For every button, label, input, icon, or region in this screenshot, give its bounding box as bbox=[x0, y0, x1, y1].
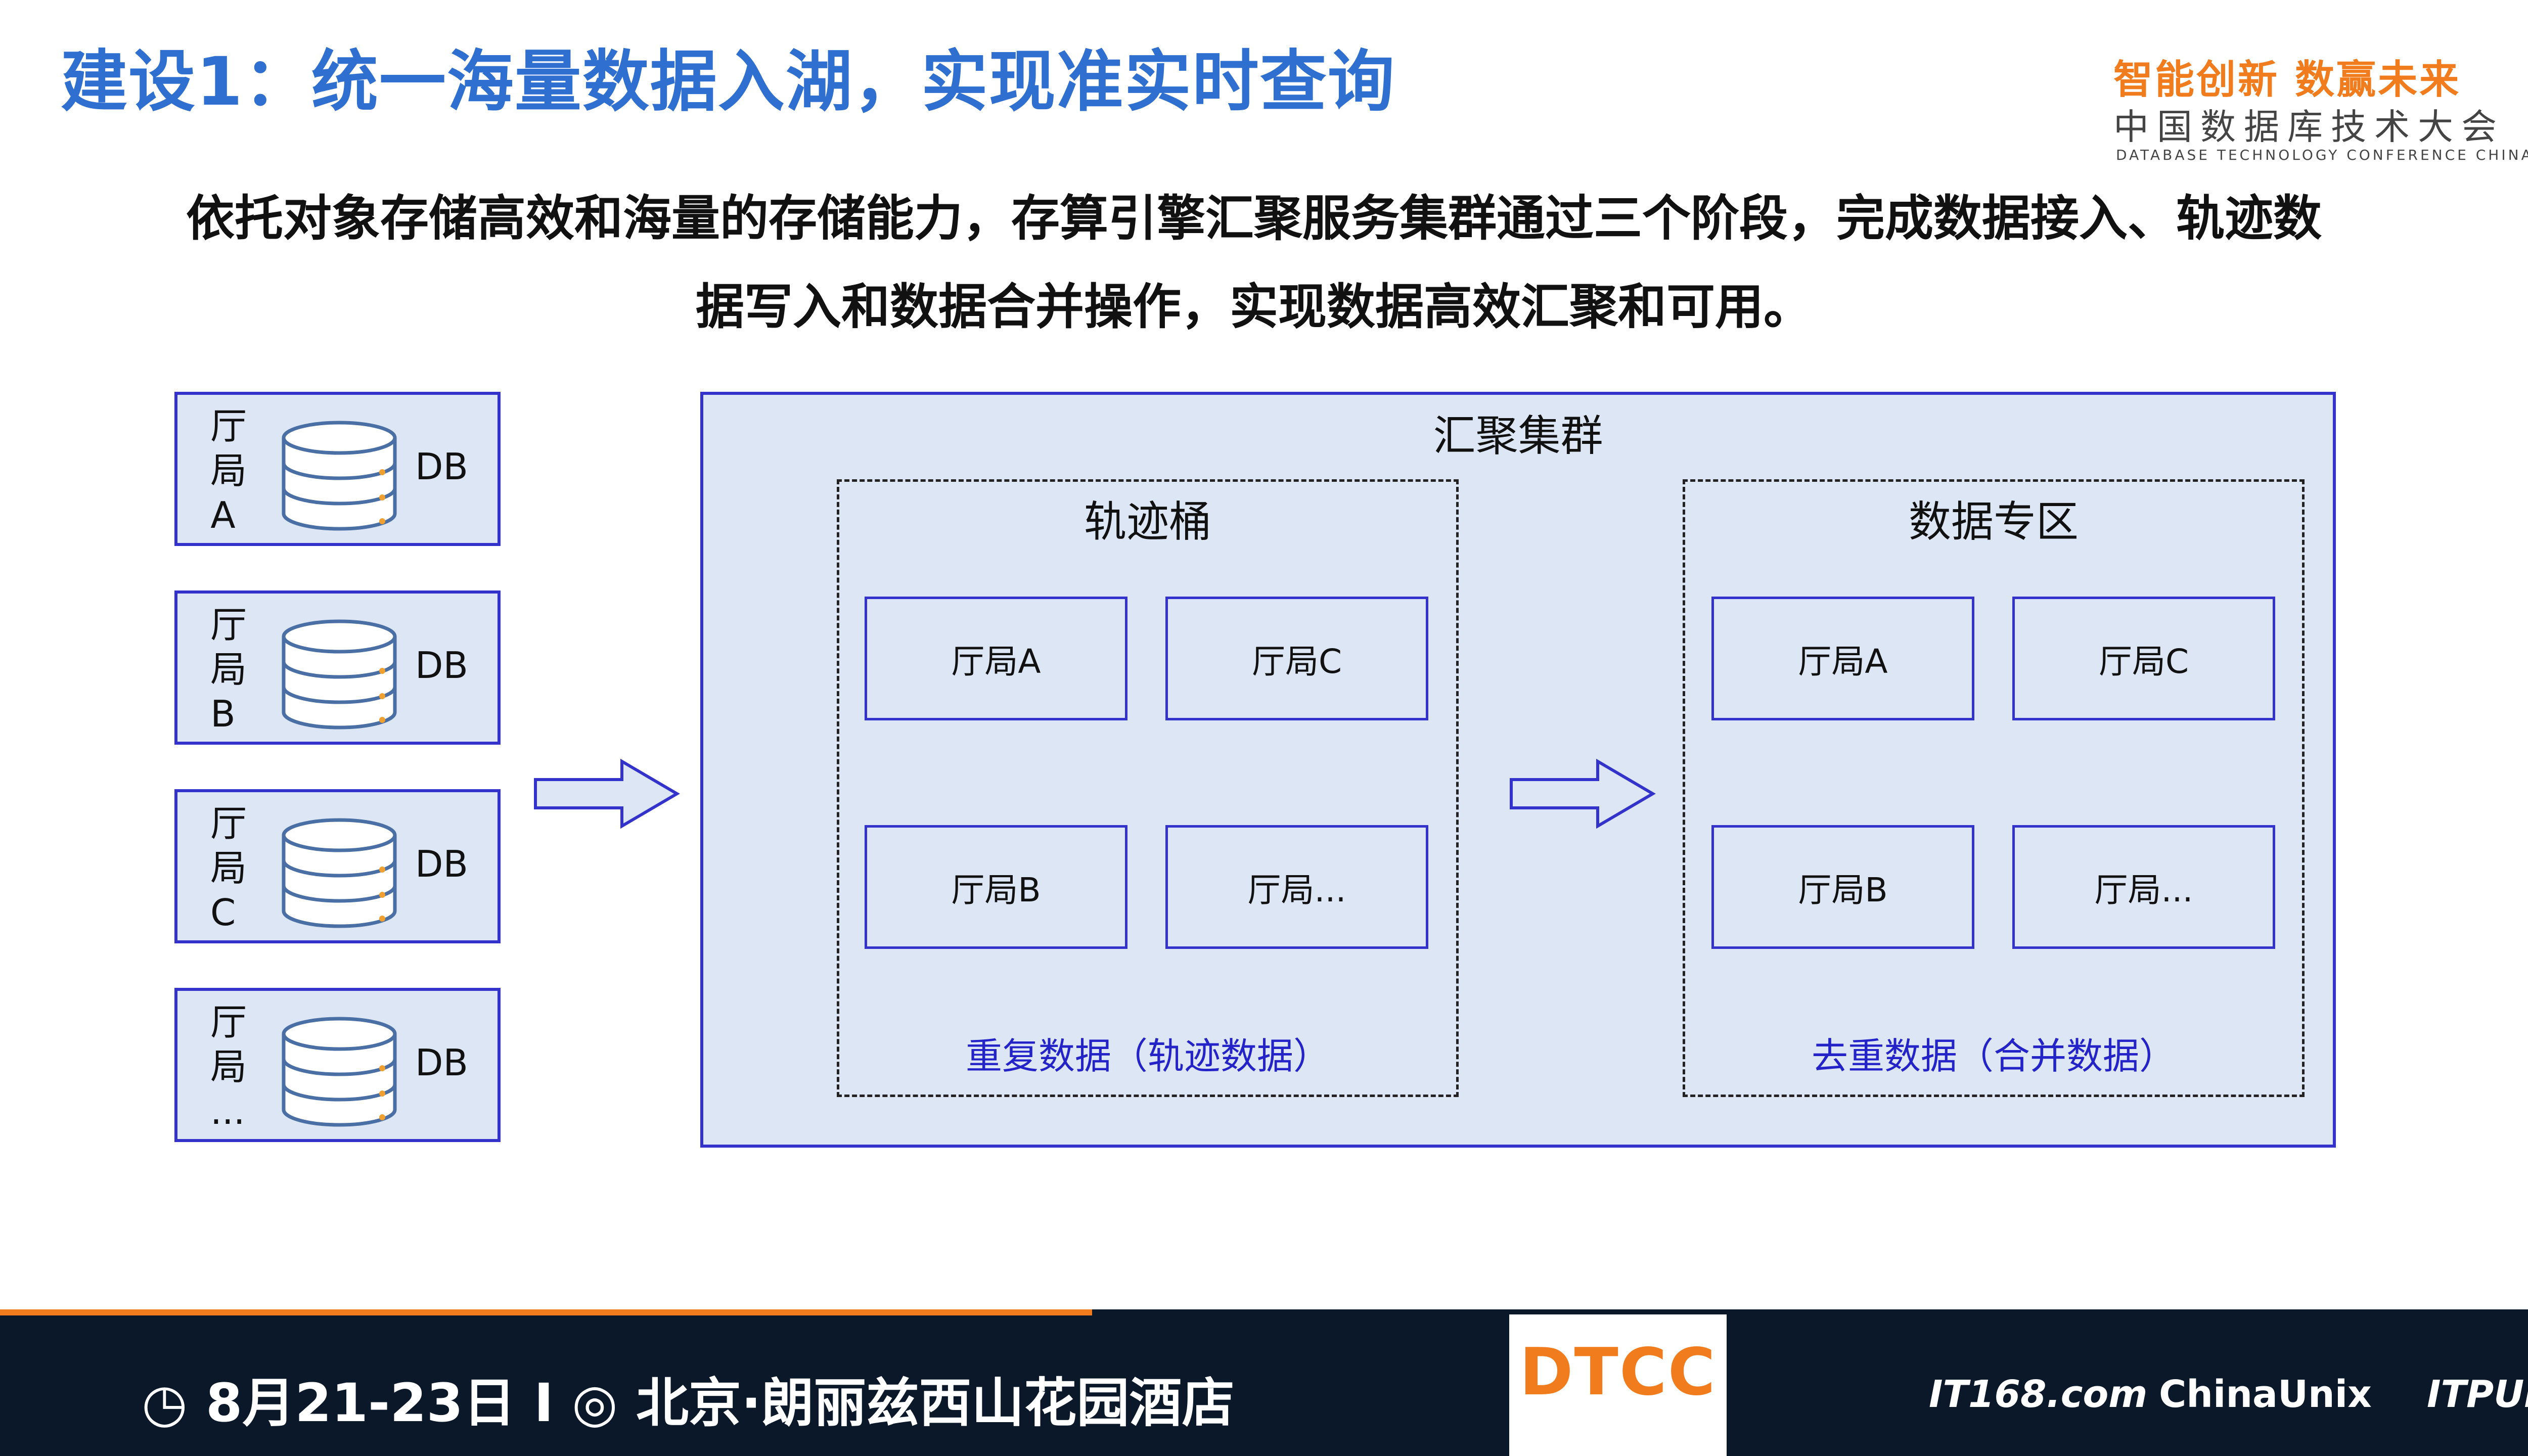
zone-tile: 厅局... bbox=[2012, 825, 2275, 949]
arrow-right-icon bbox=[1510, 758, 1656, 829]
arrow-right-icon bbox=[534, 758, 680, 829]
intro-line-1: 依托对象存储高效和海量的存储能力，存算引擎汇聚服务集群通过三个阶段，完成数据接入… bbox=[186, 190, 2322, 247]
zone-tile: 厅局C bbox=[2012, 597, 2275, 720]
source-label: 厅 局 ... bbox=[210, 1001, 247, 1132]
dtcc-logo-background bbox=[1509, 1314, 1727, 1456]
source-db-box-a: 厅 局 A DB bbox=[174, 392, 501, 546]
source-label: 厅 局 A bbox=[210, 405, 247, 536]
trajectory-bucket-title: 轨迹桶 bbox=[1084, 497, 1211, 547]
conference-name-en: DATABASE TECHNOLOGY CONFERENCE CHINA bbox=[2116, 147, 2528, 163]
source-label: 厅 局 C bbox=[210, 802, 247, 934]
conference-name-cn: 中国数据库技术大会 bbox=[2113, 106, 2505, 148]
cluster-title: 汇聚集群 bbox=[1433, 411, 1603, 461]
db-label: DB bbox=[415, 445, 468, 488]
bucket-tile: 厅局... bbox=[1165, 825, 1428, 949]
footer-accent-bar bbox=[0, 1309, 1092, 1315]
bucket-note: 重复数据（轨迹数据） bbox=[965, 1035, 1330, 1077]
event-date-location: ◷ 8月21-23日 I ◎ 北京·朗丽兹西山花园酒店 bbox=[142, 1372, 1235, 1434]
bucket-tile: 厅局C bbox=[1165, 597, 1428, 720]
db-label: DB bbox=[415, 1041, 468, 1084]
database-icon bbox=[282, 421, 397, 531]
data-zone bbox=[1683, 479, 2305, 1097]
dtcc-logo: DTCC bbox=[1519, 1335, 1717, 1410]
db-label: DB bbox=[415, 644, 468, 687]
database-icon bbox=[282, 1017, 397, 1127]
data-zone-note: 去重数据（合并数据） bbox=[1811, 1035, 2176, 1077]
source-label: 厅 局 B bbox=[210, 604, 247, 735]
source-db-box-more: 厅 局 ... DB bbox=[174, 988, 501, 1142]
intro-line-2: 据写入和数据合并操作，实现数据高效汇聚和可用。 bbox=[696, 279, 1812, 335]
source-db-box-c: 厅 局 C DB bbox=[174, 789, 501, 943]
data-zone-title: 数据专区 bbox=[1908, 497, 2079, 547]
conference-slogan: 智能创新 数赢未来 bbox=[2113, 57, 2461, 103]
database-icon bbox=[282, 619, 397, 730]
sponsor-it168-logo: IT168.com bbox=[1929, 1373, 2148, 1416]
intro-paragraph: 依托对象存储高效和海量的存储能力，存算引擎汇聚服务集群通过三个阶段，完成数据接入… bbox=[167, 174, 2341, 351]
sponsor-chinaunix-logo: ChinaUnix bbox=[2159, 1373, 2372, 1416]
page-title: 建设1：统一海量数据入湖，实现准实时查询 bbox=[61, 43, 1395, 121]
zone-tile: 厅局B bbox=[1711, 825, 1974, 949]
bucket-tile: 厅局B bbox=[865, 825, 1127, 949]
footer-banner bbox=[0, 1309, 2528, 1456]
source-db-box-b: 厅 局 B DB bbox=[174, 590, 501, 745]
zone-tile: 厅局A bbox=[1711, 597, 1974, 720]
db-label: DB bbox=[415, 843, 468, 885]
sponsor-itpub-logo: ITPUB bbox=[2427, 1373, 2528, 1416]
database-icon bbox=[282, 818, 397, 928]
bucket-tile: 厅局A bbox=[865, 597, 1127, 720]
trajectory-bucket-zone bbox=[837, 479, 1459, 1097]
aggregation-cluster bbox=[700, 392, 2336, 1148]
